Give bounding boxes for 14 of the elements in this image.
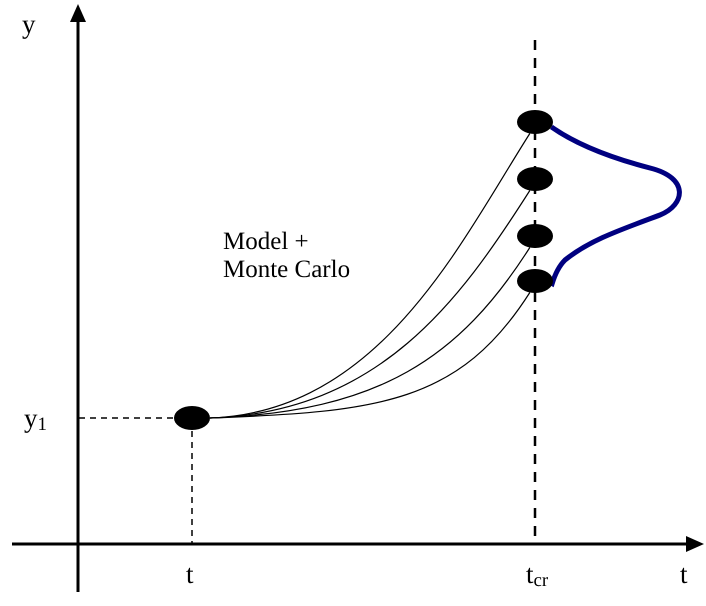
trajectory-curve — [210, 133, 530, 419]
data-point — [517, 110, 553, 134]
axis-label: y — [22, 10, 36, 40]
tick-label: t$_{cr}$ — [526, 560, 548, 592]
data-point — [174, 406, 210, 430]
trajectory-curve — [210, 292, 530, 419]
tick-label: t — [186, 560, 194, 590]
annotation-text: Model + Monte Carlo — [223, 228, 352, 283]
data-point — [517, 224, 553, 248]
data-point — [517, 167, 553, 191]
distribution-curve — [549, 124, 682, 287]
axis-label: t — [680, 560, 688, 590]
axis-label: y$_{1}$ — [24, 404, 47, 436]
data-point — [517, 269, 553, 293]
